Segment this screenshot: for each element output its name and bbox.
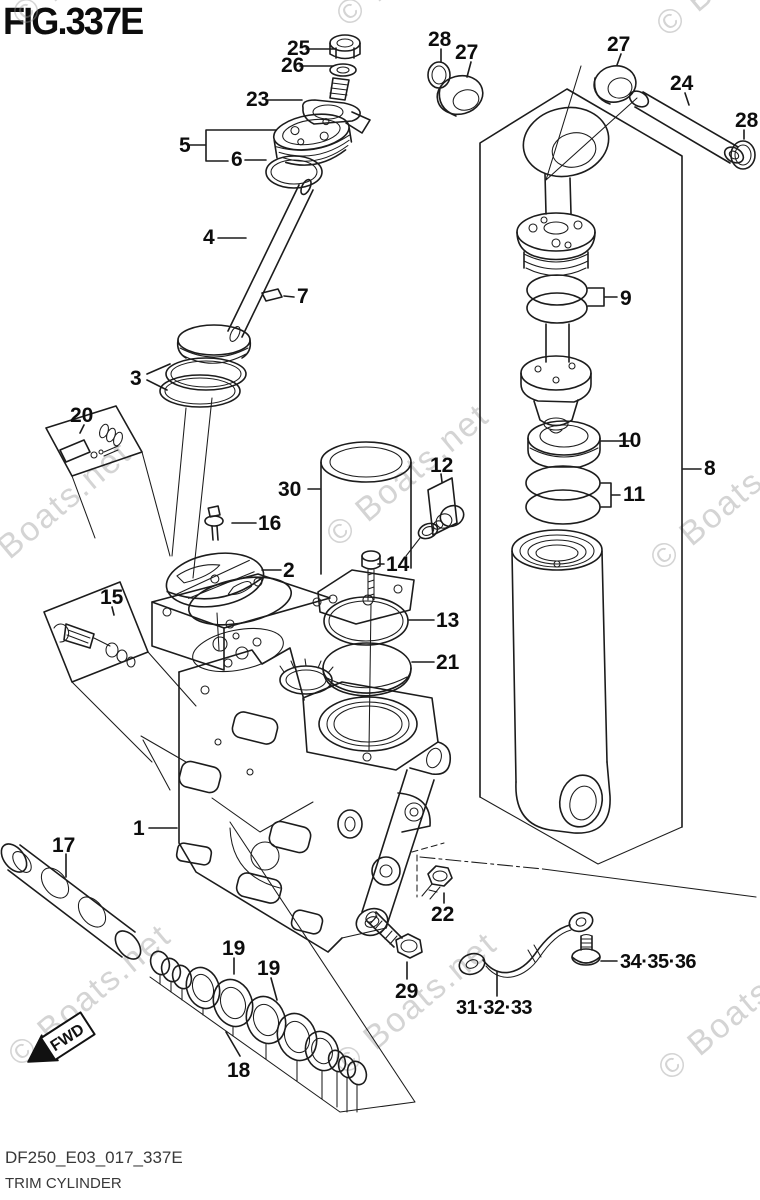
part-13-o-ring	[323, 596, 409, 646]
part-label-24[interactable]: 24	[670, 72, 694, 95]
part-label-12[interactable]: 12	[430, 454, 453, 477]
part-16-pin	[204, 505, 224, 541]
part-label-20[interactable]: 20	[70, 404, 93, 427]
part-28-snap-ring-right	[730, 140, 756, 170]
part-34-36-screw	[571, 933, 601, 966]
part-9-o-rings	[526, 274, 588, 324]
part-6-o-ring	[265, 155, 323, 189]
part-29-bolt	[365, 911, 423, 959]
part-27-bushing-left	[436, 74, 484, 117]
part-label-16[interactable]: 16	[258, 512, 281, 535]
part-1-cylinder-housing	[140, 573, 452, 953]
part-labels: 25 26 23 5 6 4 7 3 20 30 12 16 14 2 15 1…	[52, 28, 759, 1082]
figure-footer: DF250_E03_017_337E TRIM CYLINDER	[5, 1148, 183, 1192]
part-label-28a[interactable]: 28	[428, 28, 452, 51]
part-label-10[interactable]: 10	[618, 429, 641, 452]
watermark: © Boats.net	[5, 0, 183, 34]
part-label-26[interactable]: 26	[281, 54, 304, 77]
part-label-2[interactable]: 2	[283, 559, 295, 582]
figure-caption: TRIM CYLINDER	[5, 1175, 122, 1192]
part-24-tube	[628, 90, 745, 164]
part-12-valve	[405, 477, 465, 557]
assembly-line	[171, 397, 220, 651]
part-21-piston	[322, 642, 412, 697]
part-label-15[interactable]: 15	[100, 586, 124, 609]
part-label-3[interactable]: 3	[130, 367, 142, 390]
watermark-layer: © Boats.net © Boats.net © Boats.net © Bo…	[0, 0, 760, 1088]
part-7-pin	[261, 288, 283, 302]
section-line	[479, 796, 757, 898]
part-31-33-ground-cable	[458, 911, 594, 978]
part-label-6[interactable]: 6	[231, 148, 243, 171]
part-label-5[interactable]: 5	[179, 134, 191, 157]
part-label-18[interactable]: 18	[227, 1059, 251, 1082]
part-label-13[interactable]: 13	[436, 609, 459, 632]
part-label-27b[interactable]: 27	[607, 33, 630, 56]
part-label-25[interactable]: 25	[287, 37, 311, 60]
part-26-washer	[329, 63, 357, 77]
figure-code: DF250_E03_017_337E	[5, 1148, 183, 1167]
part-22-bolt	[411, 842, 453, 900]
part-3-spacer-rings	[159, 324, 252, 408]
watermark: © Boats.net	[329, 0, 507, 34]
part-label-19a[interactable]: 19	[222, 937, 245, 960]
part-label-8[interactable]: 8	[704, 457, 716, 480]
part-label-28b[interactable]: 28	[735, 109, 759, 132]
part-14-bolt	[361, 550, 381, 751]
part-label-1[interactable]: 1	[133, 817, 145, 840]
part-label-29[interactable]: 29	[395, 980, 418, 1003]
part-label-7[interactable]: 7	[297, 285, 309, 308]
part-label-21[interactable]: 21	[436, 651, 460, 674]
part-8-cylinder-rod	[516, 106, 610, 434]
part-label-4[interactable]: 4	[203, 226, 215, 249]
cylinder-body	[511, 529, 611, 834]
part-2-gasket-plate	[165, 552, 265, 608]
cylinder-assembly-box	[479, 65, 683, 828]
part-28-snap-ring-left	[427, 61, 451, 89]
part-label-34-35-36[interactable]: 34·35·36	[620, 951, 697, 973]
part-label-22[interactable]: 22	[431, 903, 454, 926]
part-23-trim-shaft	[301, 77, 371, 134]
part-5-cylinder-cap	[272, 113, 353, 166]
watermark: © Boats.net	[0, 433, 138, 591]
part-11-o-rings	[525, 465, 601, 525]
part-27-bushing-right	[593, 65, 637, 105]
watermark: © Boats.net	[643, 420, 760, 578]
watermark: © Boats.net	[319, 396, 497, 554]
part-label-19b[interactable]: 19	[257, 957, 280, 980]
section-line	[419, 856, 544, 870]
part-4-piston-rod	[227, 178, 314, 342]
watermark: © Boats.net	[649, 0, 760, 44]
watermark: © Boats.net	[1, 916, 179, 1074]
leader-lines	[65, 48, 745, 1057]
part-17-shaft	[0, 843, 142, 960]
part-25-nut	[329, 34, 361, 60]
part-label-27a[interactable]: 27	[455, 41, 478, 64]
part-15-valve-kit	[43, 581, 197, 763]
part-label-23[interactable]: 23	[246, 88, 269, 111]
part-label-30[interactable]: 30	[278, 478, 301, 501]
part-20-valve-kit	[45, 405, 171, 557]
part-label-11[interactable]: 11	[623, 483, 646, 506]
part-label-17[interactable]: 17	[52, 834, 75, 857]
part-10-rod-guide-seal	[527, 420, 601, 468]
figure-title: FIG.337E	[3, 1, 144, 43]
part-label-31-32-33[interactable]: 31·32·33	[456, 997, 533, 1019]
part-18-19-seal-set	[149, 821, 416, 1113]
part-label-14[interactable]: 14	[386, 553, 410, 576]
part-label-9[interactable]: 9	[620, 287, 632, 310]
